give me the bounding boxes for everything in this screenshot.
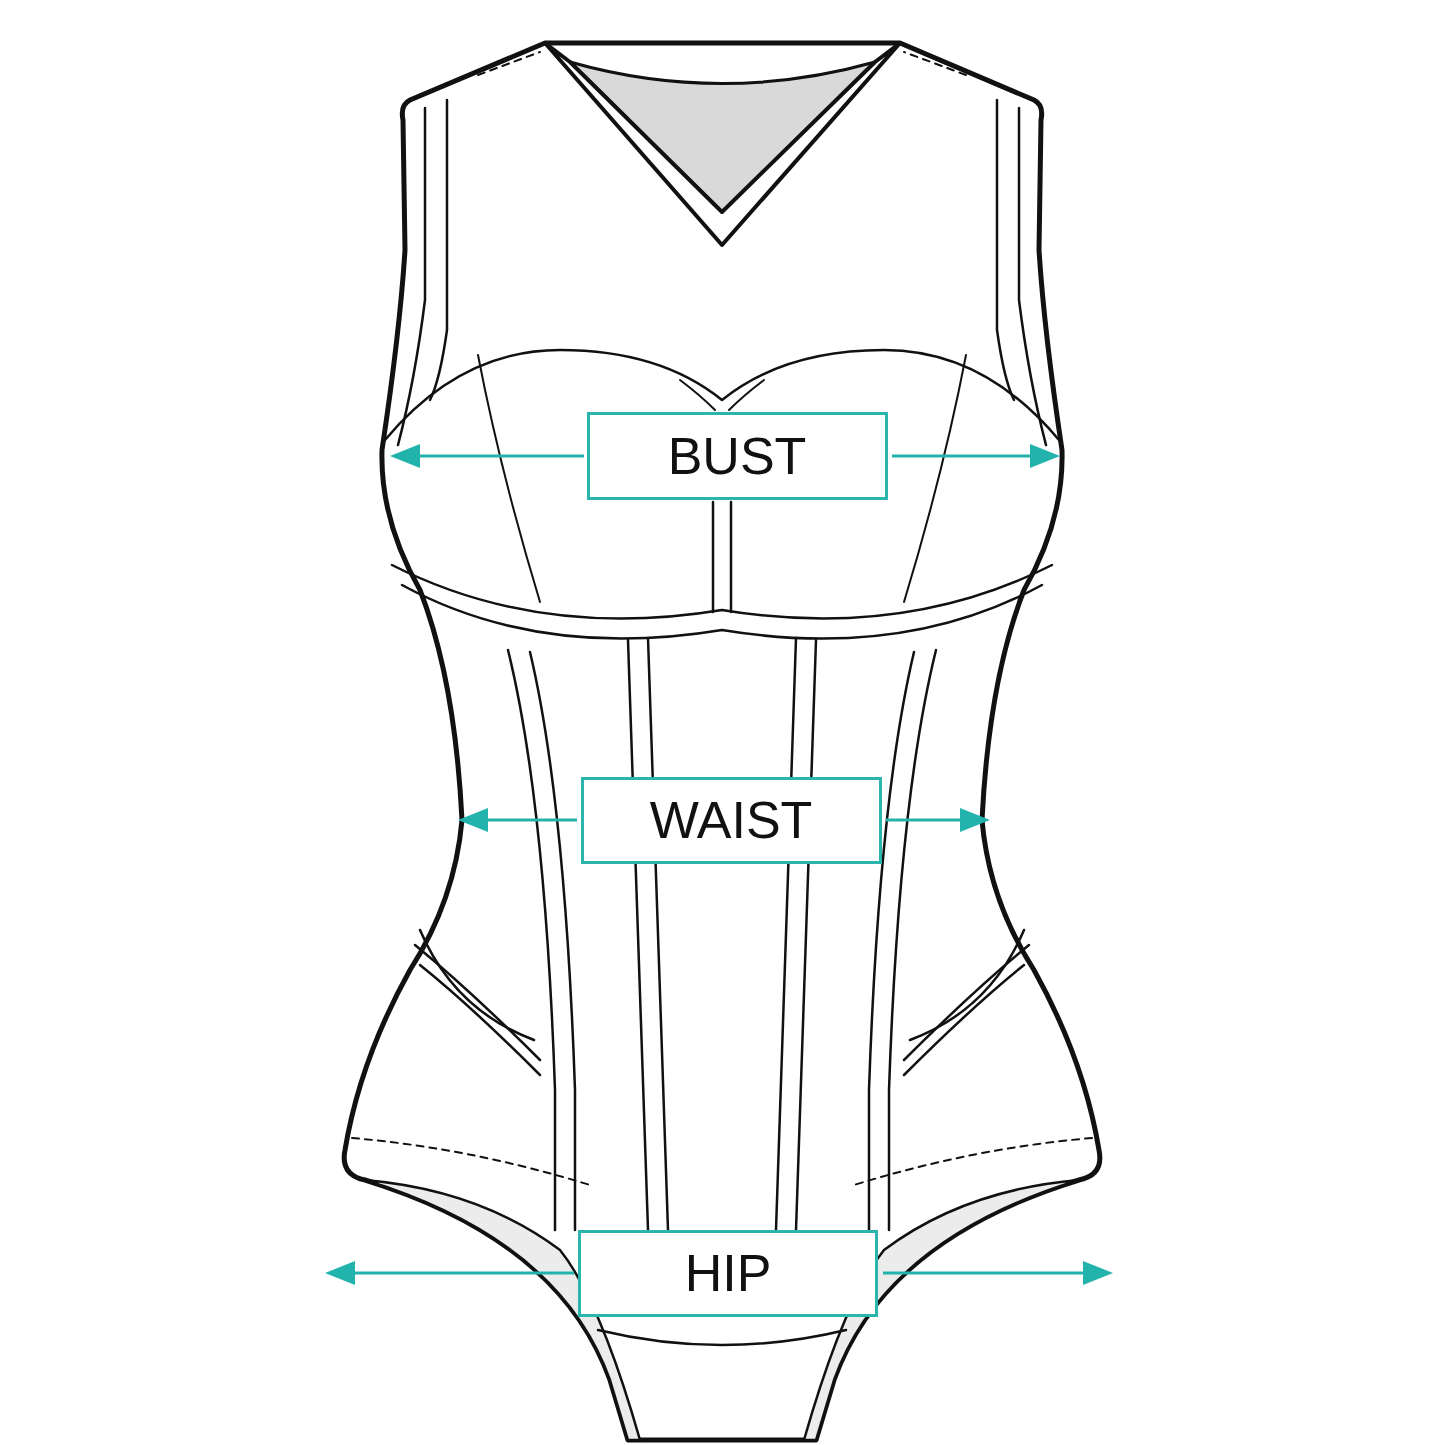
- leg-seam: [352, 1138, 1092, 1185]
- measure-label-box: WAIST: [581, 777, 882, 864]
- measure-arrow: [478, 819, 577, 822]
- measure-arrow: [345, 1272, 574, 1275]
- strap-seam: [398, 100, 1046, 445]
- measure-arrow: [410, 455, 584, 458]
- hip-panel: [415, 945, 1029, 1075]
- measure-label-box: BUST: [587, 412, 888, 500]
- leg-opening: [365, 1180, 1079, 1440]
- bust-cup-seam: [478, 355, 966, 602]
- measure-arrow: [892, 455, 1040, 458]
- hip-panel: [420, 930, 1024, 1040]
- measure-label: HIP: [685, 1247, 772, 1299]
- bodysuit-outline: [344, 43, 1100, 1440]
- arrow-head: [390, 444, 420, 468]
- shoulder-seam: [478, 52, 966, 75]
- arrow-head: [960, 808, 990, 832]
- underbust-band: [392, 565, 1052, 639]
- measure-label: WAIST: [650, 794, 813, 846]
- measure-label: BUST: [668, 430, 807, 482]
- arrow-head: [458, 808, 488, 832]
- measure-arrow: [886, 819, 970, 822]
- measure-arrow: [883, 1272, 1093, 1275]
- neck-band: [545, 43, 900, 245]
- arrow-head: [1083, 1261, 1113, 1285]
- crotch-seam: [598, 1330, 846, 1345]
- panel-seam: [508, 638, 936, 1230]
- arrow-head: [1030, 444, 1060, 468]
- neck-inside: [570, 62, 875, 212]
- centre-seam: [713, 502, 731, 612]
- arrow-head: [325, 1261, 355, 1285]
- measure-label-box: HIP: [578, 1230, 878, 1317]
